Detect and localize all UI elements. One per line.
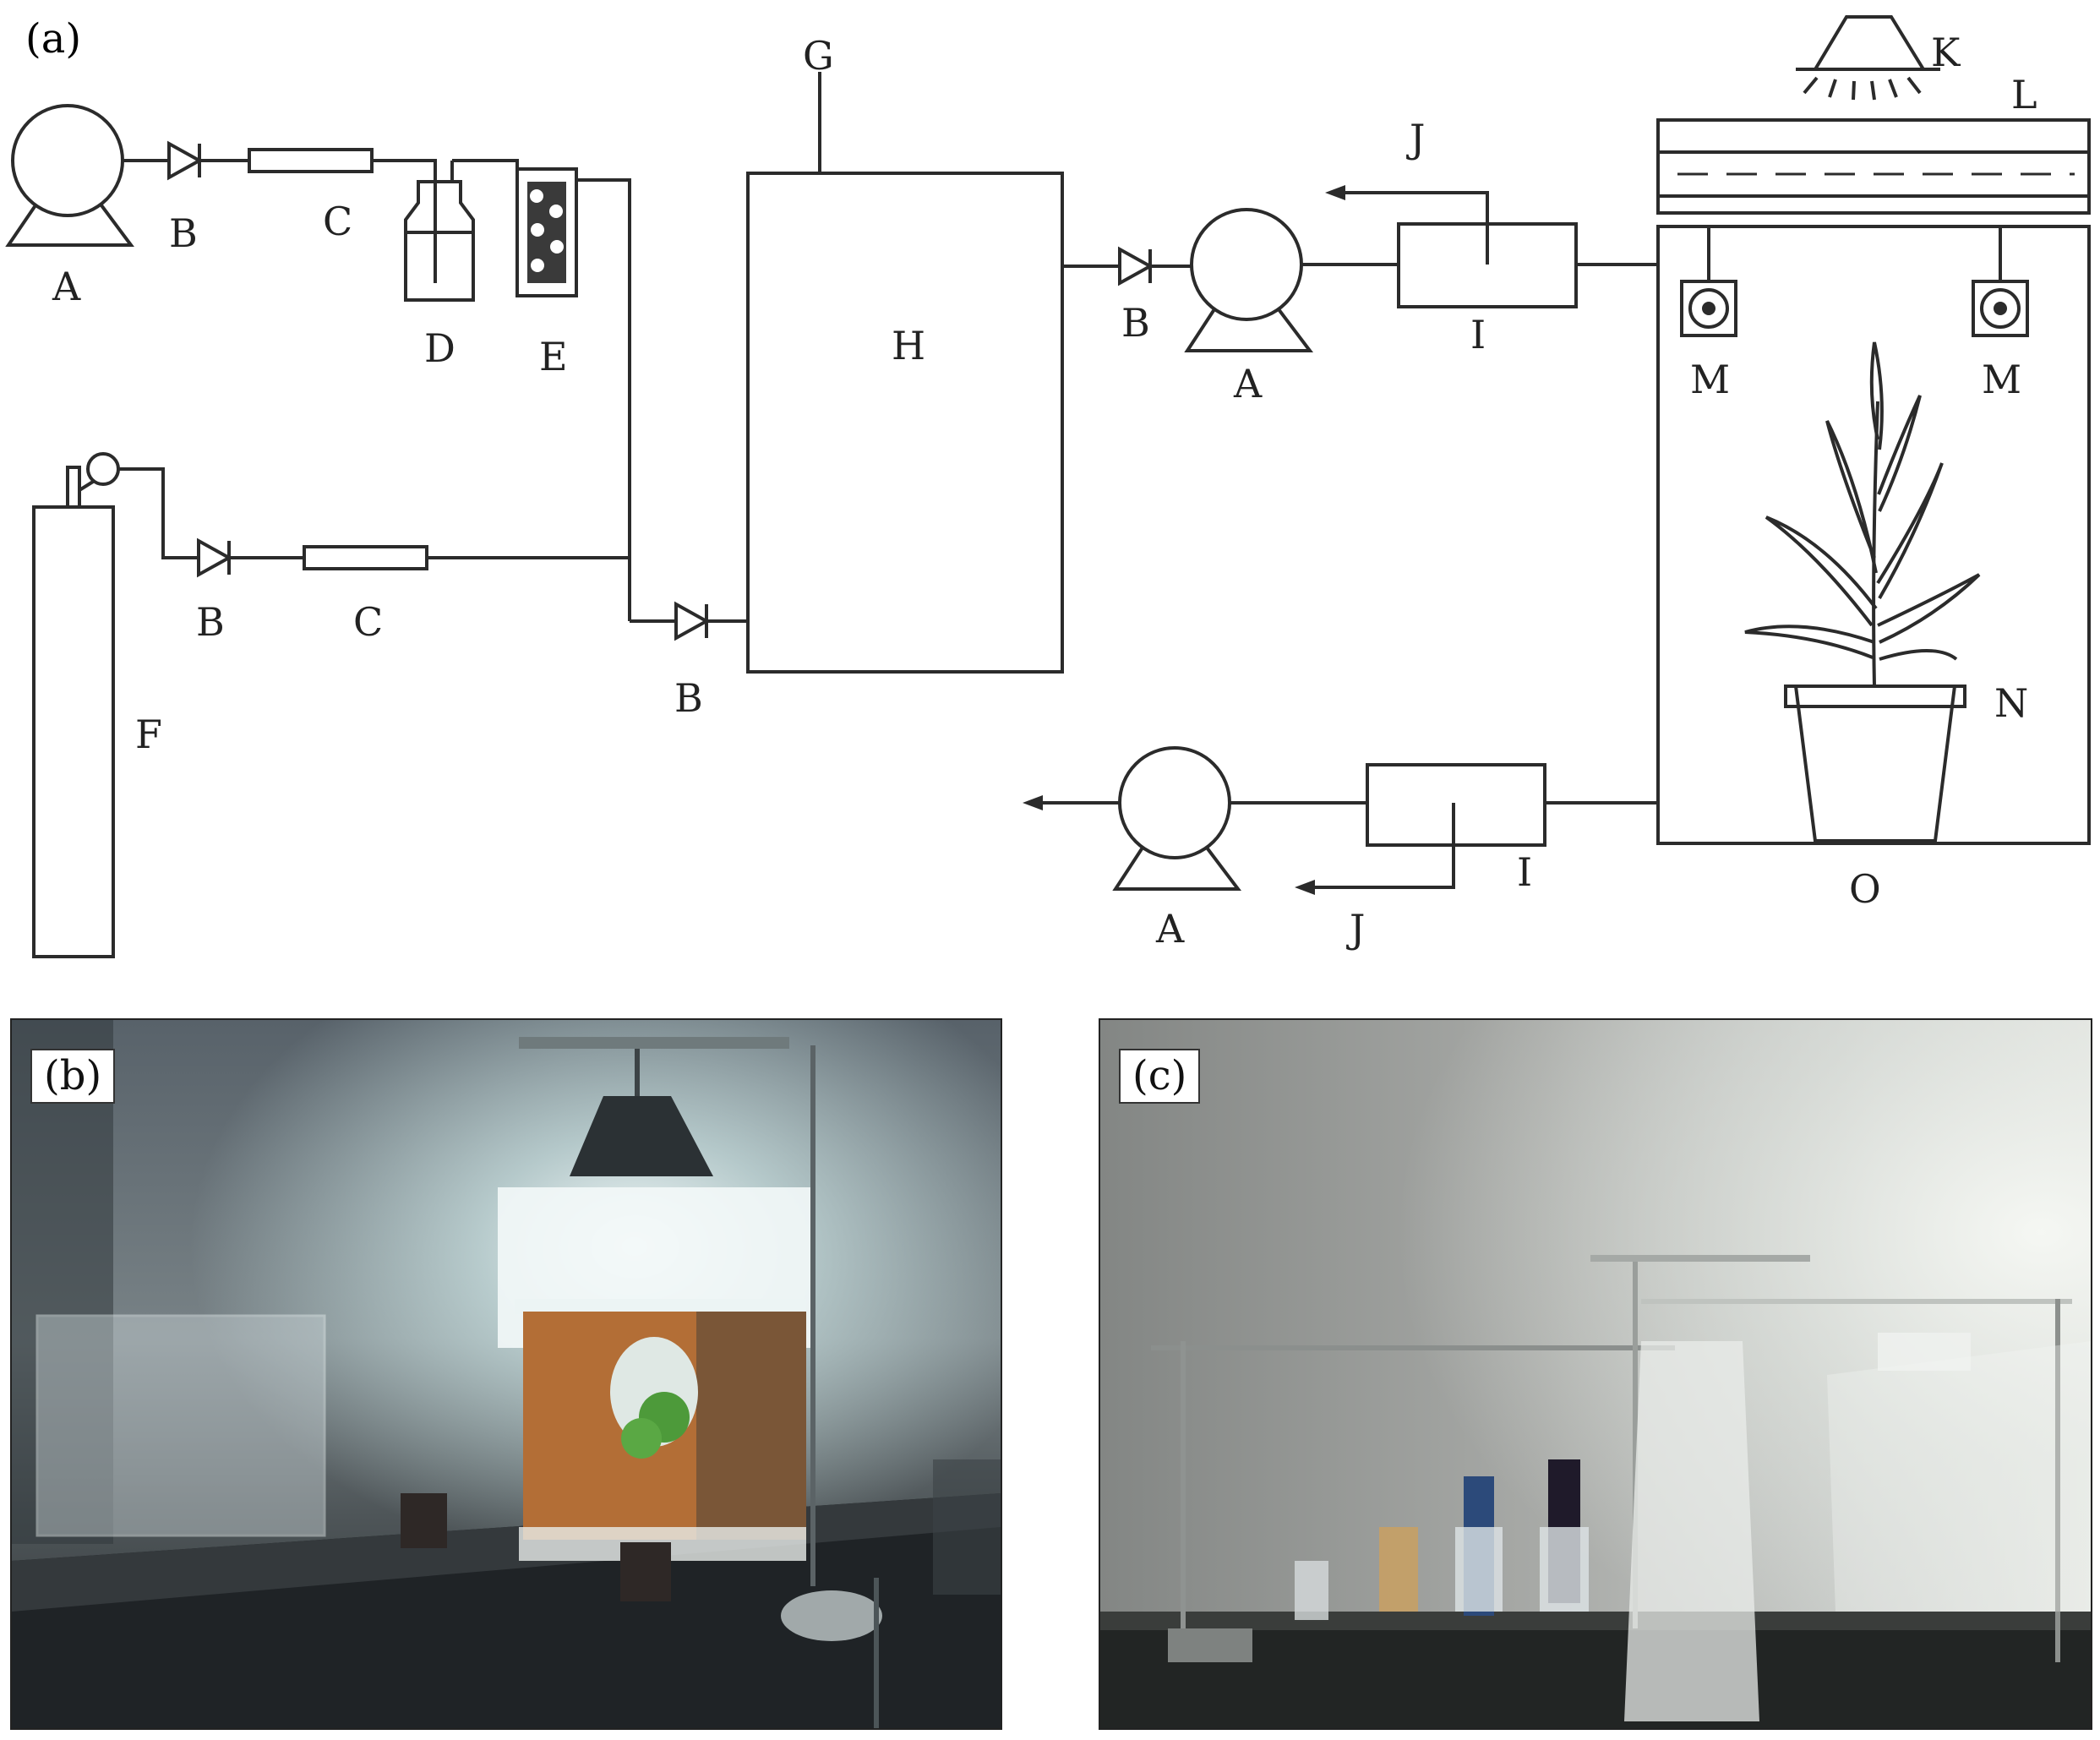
pipe [576, 178, 631, 621]
arrow [1295, 880, 1315, 895]
label-l: L [2011, 72, 2037, 117]
label-c: C [353, 599, 383, 645]
mixing-chamber-h [746, 172, 1064, 674]
label-f: F [135, 712, 162, 757]
valve-b-3 [674, 601, 711, 641]
label-n: N [1994, 680, 2028, 726]
label-a: A [1233, 361, 1263, 406]
sampler-i-2 [1366, 763, 1546, 847]
pump-a-top-right [1184, 208, 1314, 352]
pipe [372, 159, 437, 182]
label-j: J [1346, 906, 1365, 952]
photo-b-experimental-setup: (b) [10, 1018, 1002, 1730]
label-b: B [169, 210, 198, 256]
label-k: K [1931, 30, 1961, 75]
schematic-diagram: (a) A B C D E [5, 15, 2091, 958]
valve-b-1 [167, 140, 204, 181]
label-h: H [892, 323, 925, 368]
label-o: O [1849, 866, 1881, 912]
label-c: C [323, 199, 352, 244]
label-i: I [1517, 849, 1532, 895]
label-a: A [52, 264, 81, 309]
pipe [452, 159, 519, 169]
fan-m-right [1972, 226, 2029, 337]
valve-b-2 [197, 537, 233, 578]
valve-b-4 [1118, 246, 1154, 286]
flowmeter-c-1 [248, 148, 374, 173]
pump-a-top-left [5, 104, 134, 247]
water-filter-l [1656, 118, 2091, 215]
sampling-outlet-j-2 [1314, 803, 1455, 889]
label-b: B [196, 599, 225, 645]
label-g: G [803, 33, 834, 79]
label-b: B [674, 675, 703, 721]
label-e: E [539, 334, 568, 379]
label-i: I [1470, 312, 1486, 357]
panel-c-label: (c) [1119, 1049, 1201, 1104]
panel-b-label: (b) [30, 1049, 116, 1104]
arrow [1023, 795, 1043, 810]
filter-column-e [515, 167, 578, 297]
pump-a-bottom [1112, 746, 1242, 891]
potted-plant-n [1744, 341, 1981, 843]
humidifier-bottle-d [404, 161, 475, 302]
lamp-k [1796, 15, 1940, 101]
label-d: D [424, 325, 455, 371]
sampling-outlet-j-1 [1344, 191, 1489, 265]
arrow [1325, 185, 1345, 200]
photo-c-experimental-setup: (c) [1099, 1018, 2092, 1730]
label-b: B [1121, 300, 1150, 346]
photo-c-scene [1100, 1020, 2091, 1728]
label-j: J [1406, 116, 1425, 161]
pipe [118, 467, 199, 559]
photo-b-scene [12, 1020, 1001, 1728]
label-m: M [1982, 357, 2021, 402]
plant-chamber-o [1656, 225, 2091, 845]
label-m: M [1690, 357, 1730, 402]
flowmeter-c-2 [303, 545, 428, 570]
label-a: A [1155, 906, 1185, 952]
gas-cylinder-f [32, 452, 120, 958]
fan-m-left [1680, 226, 1737, 337]
panel-a-label: (a) [25, 15, 81, 63]
